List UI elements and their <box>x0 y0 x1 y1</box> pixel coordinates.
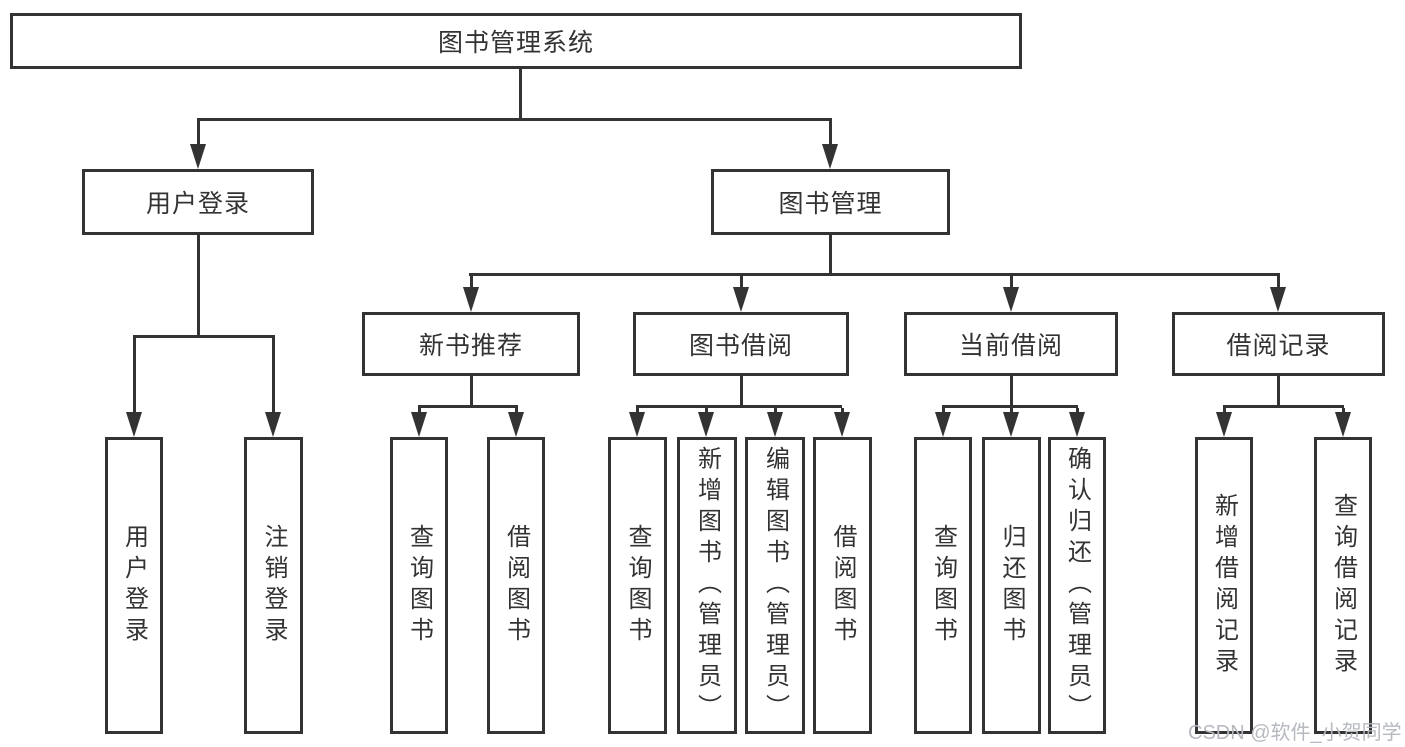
node-root: 图书管理系统 <box>10 13 1022 69</box>
arrowhead-down-icon <box>733 287 749 312</box>
connector-segment <box>1277 276 1280 288</box>
connector-segment <box>740 276 743 288</box>
arrowhead-down-icon <box>190 144 206 169</box>
connector-segment <box>1223 408 1226 414</box>
arrowhead-down-icon <box>1069 412 1085 437</box>
connector-segment <box>133 338 136 413</box>
connector-segment <box>1076 408 1079 414</box>
node-current-borrow: 当前借阅 <box>904 312 1118 376</box>
leaf-return-books: 归还图书 <box>982 437 1041 734</box>
leaf-current-query-books: 查询图书 <box>914 437 972 734</box>
connector-segment <box>841 408 844 414</box>
leaf-label: 查询图书 <box>624 523 651 648</box>
connector-segment <box>470 376 473 405</box>
connector-segment <box>1010 376 1013 405</box>
leaf-recommend-query-books: 查询图书 <box>390 437 448 734</box>
connector-segment <box>515 408 518 414</box>
arrowhead-down-icon <box>1003 412 1019 437</box>
connector-segment <box>1342 408 1345 414</box>
node-borrow-records: 借阅记录 <box>1172 312 1385 376</box>
leaf-label: 新增借阅记录 <box>1210 492 1238 679</box>
leaf-label: 借阅图书 <box>829 523 856 648</box>
connector-segment <box>942 408 945 414</box>
leaf-query-borrow-record: 查询借阅记录 <box>1314 437 1372 734</box>
node-borrow-records-label: 借阅记录 <box>1226 332 1331 360</box>
leaf-add-borrow-record: 新增借阅记录 <box>1195 437 1253 734</box>
connector-segment <box>519 69 522 118</box>
node-book-borrow-label: 图书借阅 <box>688 332 793 360</box>
leaf-label: 注销登录 <box>260 523 287 648</box>
connector-segment <box>272 338 275 413</box>
leaf-label: 新增图书（管理员） <box>693 446 721 725</box>
connector-segment <box>470 276 473 288</box>
arrowhead-down-icon <box>629 412 645 437</box>
connector-segment <box>1223 405 1344 408</box>
connector-segment <box>469 273 1280 276</box>
connector-segment <box>418 408 421 414</box>
node-current-borrow-label: 当前借阅 <box>958 332 1063 360</box>
arrowhead-down-icon <box>463 287 479 312</box>
connector-segment <box>774 408 777 414</box>
leaf-confirm-return-admin: 确认归还（管理员） <box>1048 437 1106 734</box>
connector-segment <box>942 405 1078 408</box>
node-root-label: 图书管理系统 <box>437 29 594 57</box>
arrowhead-down-icon <box>1003 287 1019 312</box>
connector-segment <box>636 405 842 408</box>
leaf-borrow-query-books: 查询图书 <box>608 437 667 734</box>
arrowhead-down-icon <box>1270 287 1286 312</box>
arrowhead-down-icon <box>698 412 714 437</box>
connector-segment <box>705 408 708 414</box>
leaf-label: 查询图书 <box>929 523 957 648</box>
node-book-management: 图书管理 <box>711 169 950 235</box>
arrowhead-down-icon <box>822 144 838 169</box>
leaf-label: 借阅图书 <box>502 523 530 648</box>
leaf-logout: 注销登录 <box>244 437 303 734</box>
connector-segment <box>133 335 275 338</box>
arrowhead-down-icon <box>508 412 524 437</box>
leaf-user-login: 用户登录 <box>105 437 163 734</box>
node-user-login-label: 用户登录 <box>145 190 250 218</box>
connector-segment <box>636 408 639 414</box>
arrowhead-down-icon <box>767 412 783 437</box>
connector-segment <box>829 235 832 273</box>
connector-segment <box>740 376 743 405</box>
node-book-management-label: 图书管理 <box>778 190 883 218</box>
node-new-book-recommend: 新书推荐 <box>362 312 580 376</box>
leaf-label: 编辑图书（管理员） <box>761 446 789 725</box>
arrowhead-down-icon <box>1216 412 1232 437</box>
node-book-borrow: 图书借阅 <box>633 312 849 376</box>
node-new-book-recommend-label: 新书推荐 <box>418 332 523 360</box>
connector-segment <box>418 405 518 408</box>
leaf-label: 用户登录 <box>120 523 148 648</box>
connector-segment <box>1010 408 1013 414</box>
leaf-borrow-books: 借阅图书 <box>813 437 872 734</box>
arrowhead-down-icon <box>265 412 281 437</box>
leaf-label: 归还图书 <box>998 523 1025 648</box>
connector-segment <box>1010 276 1013 288</box>
connector-segment <box>1277 376 1280 405</box>
arrowhead-down-icon <box>1335 412 1351 437</box>
connector-segment <box>197 118 832 121</box>
leaf-recommend-borrow-books: 借阅图书 <box>487 437 545 734</box>
arrowhead-down-icon <box>126 412 142 437</box>
leaf-label: 查询图书 <box>405 523 433 648</box>
connector-segment <box>197 121 200 146</box>
connector-segment <box>197 235 200 335</box>
arrowhead-down-icon <box>411 412 427 437</box>
leaf-label: 确认归还（管理员） <box>1063 446 1091 725</box>
leaf-add-books-admin: 新增图书（管理员） <box>677 437 737 734</box>
leaf-edit-books-admin: 编辑图书（管理员） <box>745 437 805 734</box>
leaf-label: 查询借阅记录 <box>1329 492 1357 679</box>
connector-segment <box>829 121 832 146</box>
arrowhead-down-icon <box>834 412 850 437</box>
node-user-login: 用户登录 <box>82 169 314 235</box>
watermark: CSDN @软件_小贺同学 <box>1188 722 1402 744</box>
arrowhead-down-icon <box>935 412 951 437</box>
